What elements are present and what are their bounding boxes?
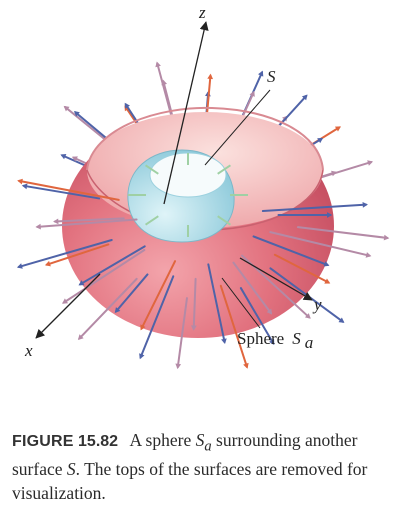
sphere-sa-leader (221, 277, 261, 329)
inner-field-vector (217, 164, 231, 175)
field-vector (21, 183, 101, 200)
field-vector (273, 253, 331, 284)
field-vector (296, 226, 390, 241)
z-axis (163, 21, 209, 205)
inner-field-vector (145, 164, 159, 175)
figure-caption: FIGURE 15.82 A sphere Sa surrounding ano… (12, 428, 397, 505)
caption-figure-label: FIGURE (12, 433, 74, 450)
field-vector (232, 261, 273, 315)
vector-field-front (16, 153, 390, 370)
caption-text-2: surrounding another surface (12, 430, 358, 479)
inner-field-vector (145, 215, 159, 226)
inner-field-vector (217, 215, 231, 226)
caption-text-1: A sphere (129, 430, 192, 450)
field-vector (277, 212, 333, 218)
sphere-sa-label-prefix: Sphere (237, 329, 284, 348)
field-vector (261, 201, 368, 213)
field-vector (16, 239, 113, 269)
field-vector (175, 297, 188, 370)
x-axis-label: x (24, 341, 33, 360)
field-vector (44, 243, 110, 267)
y-axis-label: y (312, 295, 322, 314)
y-axis (239, 257, 313, 301)
z-axis-label: z (198, 3, 206, 22)
field-vector (78, 245, 146, 286)
field-vector (62, 249, 146, 304)
field-vector (252, 235, 330, 267)
caption-figure-number: 15.82 (78, 433, 119, 450)
field-vector (207, 263, 227, 345)
surface-s-label: S (267, 67, 276, 86)
x-axis (35, 273, 101, 339)
sphere-rim (86, 106, 324, 171)
caption-symbol-1: S (195, 430, 205, 450)
sphere-sa-label-subscript: a (305, 333, 314, 352)
sphere-sa-label-symbol: S (292, 329, 301, 348)
field-vector (17, 178, 120, 201)
field-vector (77, 277, 138, 341)
caption-text-3: . The tops of the surfaces are removed f… (12, 458, 368, 503)
surface-s-leader (204, 89, 271, 166)
figure-illustration: z y x S Sphere S a (16, 3, 390, 370)
field-vector (269, 231, 372, 258)
field-vector (35, 218, 138, 230)
caption-subscript-1: a (204, 438, 212, 455)
field-vector (53, 217, 125, 225)
field-vector (239, 287, 275, 345)
sphere-sa-label: Sphere S a (237, 329, 313, 352)
field-vector (140, 260, 177, 331)
field-vector (190, 277, 197, 331)
field-vector (114, 273, 149, 313)
caption-symbol-2: S (66, 458, 76, 479)
field-vector (139, 275, 175, 360)
field-vector (219, 284, 249, 369)
